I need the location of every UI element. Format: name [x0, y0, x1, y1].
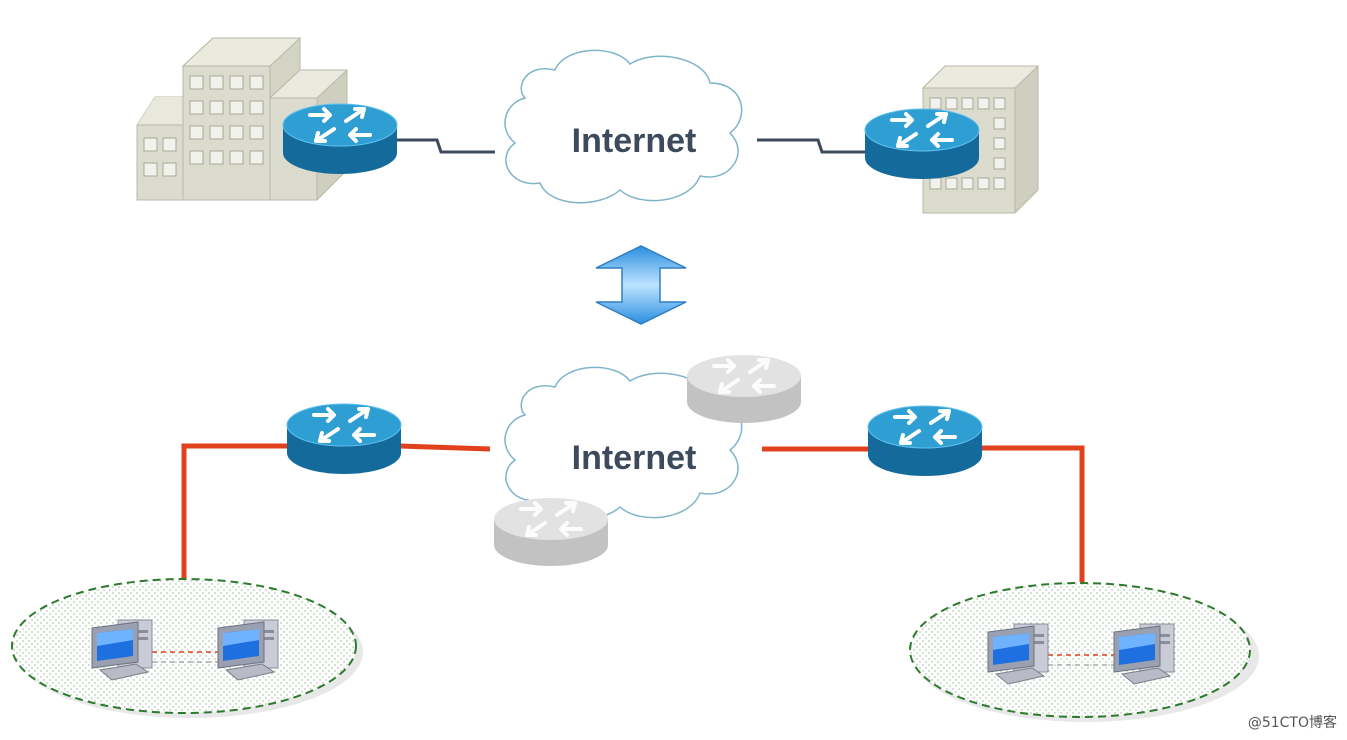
workstation-link [152, 651, 222, 663]
double-arrow-icon [595, 245, 687, 325]
router-icon [283, 104, 397, 174]
workstation-link [1048, 654, 1118, 666]
workstation-icon [987, 623, 1049, 685]
router-icon [687, 355, 801, 423]
router-icon [494, 498, 608, 566]
lan-segment-right [909, 582, 1259, 722]
workstation-icon [91, 619, 153, 681]
watermark: @51CTO博客 [1247, 715, 1337, 731]
workstation-icon [217, 619, 279, 681]
cloud-label: Internet [572, 122, 697, 160]
vpn-tunnel-link [181, 443, 1085, 582]
building-icon [921, 65, 1040, 214]
cloud-label: Internet [572, 439, 697, 477]
router-icon [865, 109, 979, 179]
router-icon [868, 406, 982, 476]
lan-segment-left [11, 578, 363, 718]
router-icon [287, 404, 401, 474]
serial-link [397, 138, 866, 154]
workstation-icon [1113, 623, 1175, 685]
